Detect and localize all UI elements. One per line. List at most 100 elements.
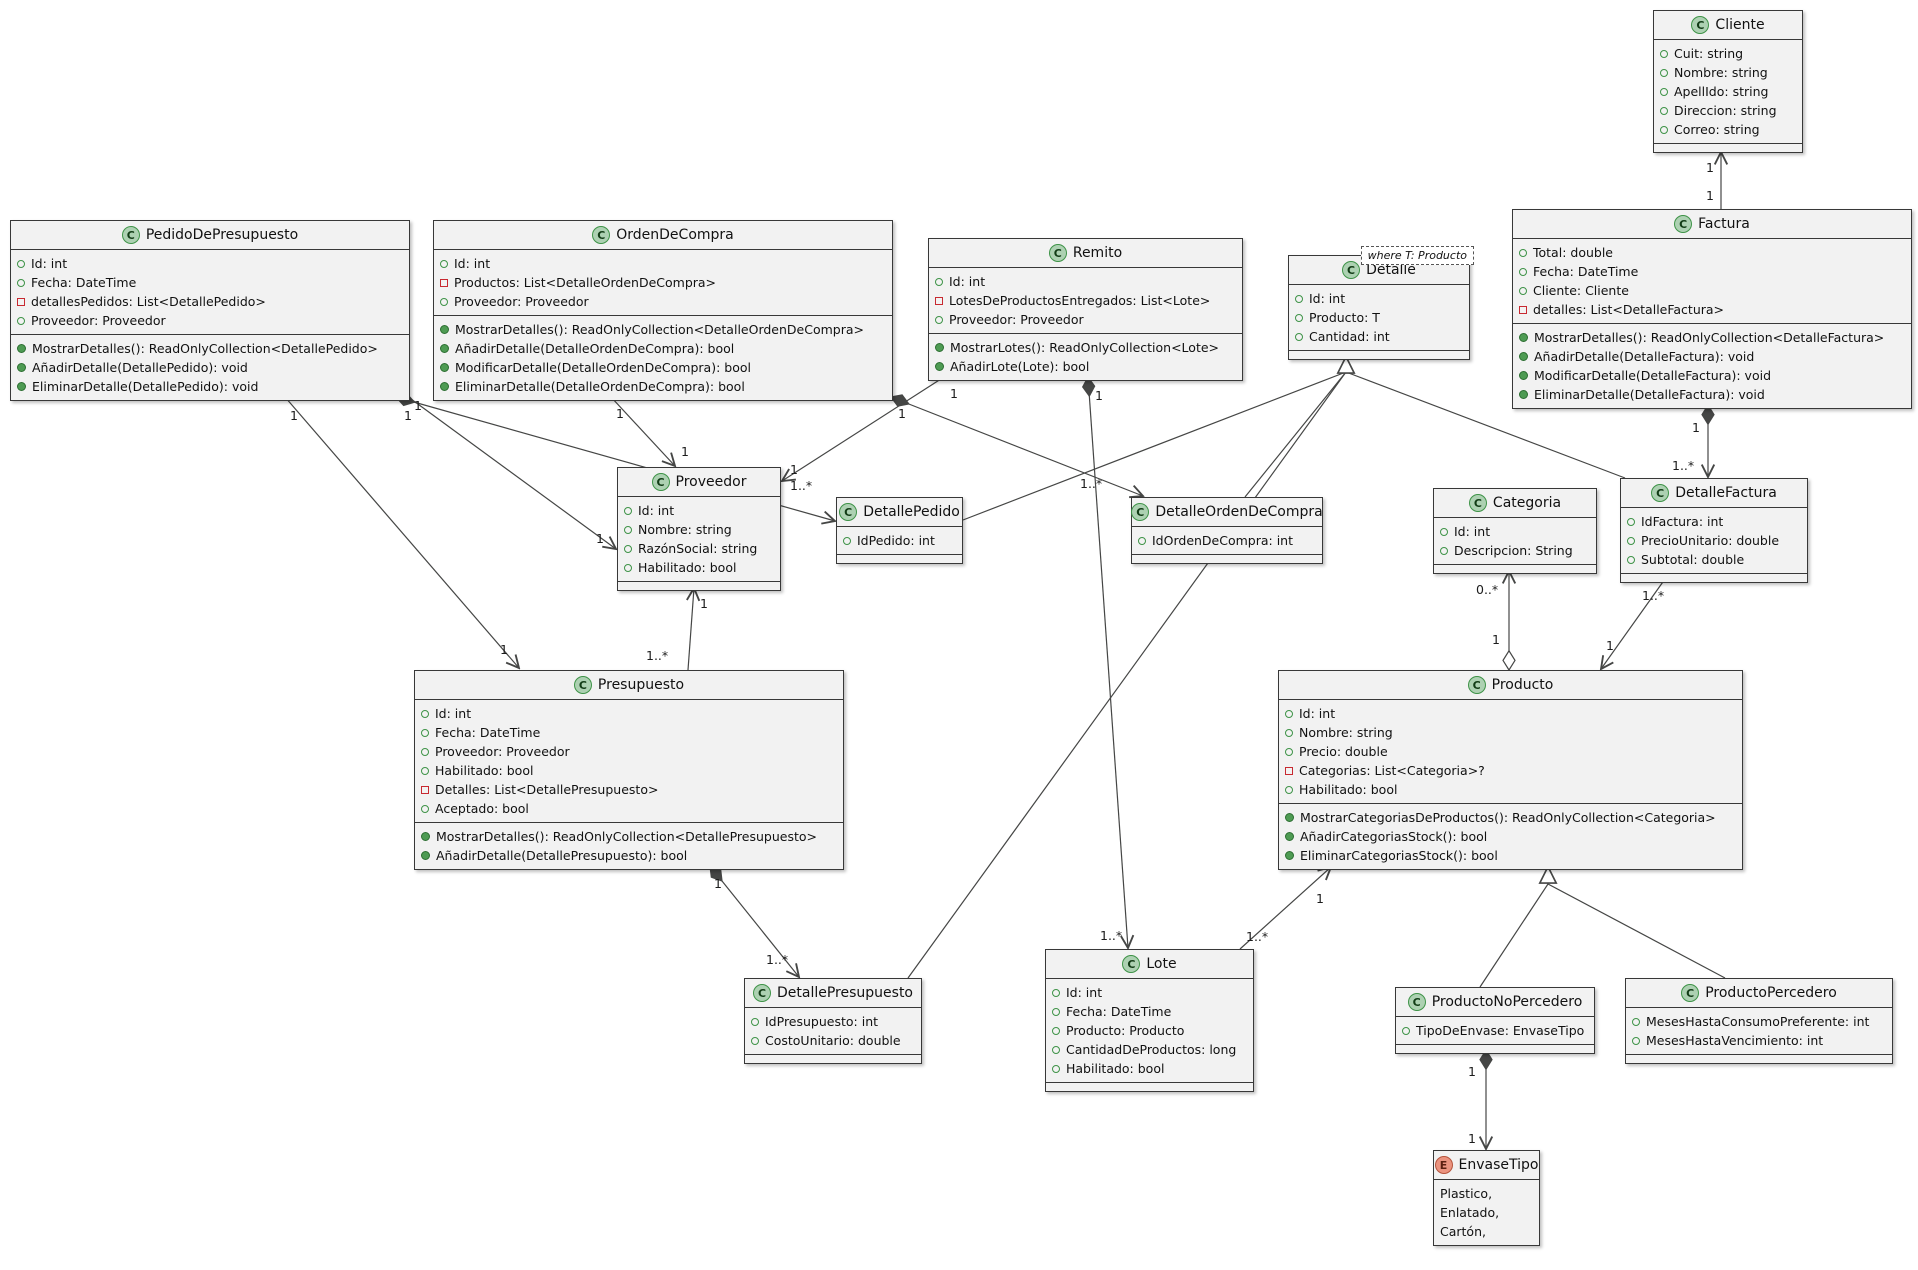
member-text: Fecha: DateTime	[1533, 264, 1639, 279]
member-text: EliminarDetalle(DetalleOrdenDeCompra): b…	[455, 379, 745, 394]
methods-compartment: MostrarDetalles(): ReadOnlyCollection<De…	[1513, 323, 1911, 408]
multiplicity-label: 1..*	[1080, 476, 1102, 491]
member-row: Detalles: List<DetallePresupuesto>	[421, 780, 837, 799]
class-badge-icon: C	[1122, 955, 1141, 973]
member-row: AñadirCategoriasStock(): bool	[1285, 827, 1736, 846]
field-visibility-icon	[1285, 728, 1293, 737]
methods-compartment	[1626, 1054, 1892, 1063]
methods-compartment	[1046, 1082, 1253, 1091]
multiplicity-label: 1..*	[1642, 588, 1664, 603]
member-text: Total: double	[1533, 245, 1613, 260]
member-row: EliminarDetalle(DetallePedido): void	[17, 377, 403, 396]
member-text: AñadirCategoriasStock(): bool	[1300, 829, 1488, 844]
member-row: IdOrdenDeCompra: int	[1138, 531, 1316, 550]
member-row: MostrarDetalles(): ReadOnlyCollection<De…	[421, 827, 837, 846]
member-text: PrecioUnitario: double	[1641, 533, 1780, 548]
private-field-icon	[1285, 766, 1293, 775]
methods-compartment	[1396, 1044, 1594, 1053]
member-text: Fecha: DateTime	[1066, 1004, 1172, 1019]
field-visibility-icon	[624, 525, 632, 534]
private-field-icon	[935, 296, 943, 305]
member-text: Nombre: string	[1299, 725, 1393, 740]
field-visibility-icon	[1285, 709, 1293, 718]
member-row: Cantidad: int	[1295, 327, 1463, 346]
member-text: IdFactura: int	[1641, 514, 1724, 529]
field-visibility-icon	[17, 278, 25, 287]
member-text: IdPedido: int	[857, 533, 935, 548]
field-visibility-icon	[1052, 1064, 1060, 1073]
multiplicity-label: 1	[616, 406, 624, 421]
generic-constraint-note: where T: Producto	[1360, 246, 1474, 265]
relationship-detalleordendecompra-detalle-branch	[1244, 371, 1347, 498]
relationship-presupuesto-proveedor	[688, 588, 694, 671]
member-text: Cantidad: int	[1309, 329, 1390, 344]
methods-compartment	[618, 581, 780, 590]
member-row: Id: int	[1295, 289, 1463, 308]
member-row: Habilitado: bool	[1052, 1059, 1247, 1078]
member-row: Subtotal: double	[1627, 550, 1801, 569]
class-name: DetallePedido	[863, 504, 960, 520]
field-visibility-icon	[1052, 1026, 1060, 1035]
member-text: CostoUnitario: double	[765, 1033, 901, 1048]
member-row: Proveedor: Proveedor	[421, 742, 837, 761]
member-text: MostrarDetalles(): ReadOnlyCollection<De…	[32, 341, 378, 356]
public-method-icon	[440, 325, 449, 334]
member-text: Id: int	[1454, 524, 1491, 539]
member-row: Aceptado: bool	[421, 799, 837, 818]
class-badge-icon: C	[121, 226, 140, 244]
field-visibility-icon	[1295, 313, 1303, 322]
field-visibility-icon	[1285, 747, 1293, 756]
member-row: AñadirDetalle(DetalleOrdenDeCompra): boo…	[440, 339, 886, 358]
relationship-detallefactura-detalle-branch	[1345, 371, 1626, 479]
methods-compartment	[1621, 573, 1807, 582]
relationship-remito-lote	[1088, 377, 1128, 948]
member-row: Producto: T	[1295, 308, 1463, 327]
public-method-icon	[17, 363, 26, 372]
relationship-pedido-presupuesto	[284, 396, 519, 668]
member-row: ModificarDetalle(DetalleFactura): void	[1519, 366, 1905, 385]
member-row: MostrarDetalles(): ReadOnlyCollection<De…	[440, 320, 886, 339]
multiplicity-label: 1..*	[646, 648, 668, 663]
relationship-pedido-proveedor	[395, 387, 616, 549]
multiplicity-label: 1	[404, 408, 412, 423]
multiplicity-label: 1	[1706, 188, 1714, 203]
member-row: MesesHastaConsumoPreferente: int	[1632, 1012, 1886, 1031]
relationship-lote-producto	[1239, 867, 1331, 950]
member-text: Habilitado: bool	[638, 560, 737, 575]
member-row: Producto: Producto	[1052, 1021, 1247, 1040]
member-text: Productos: List<DetalleOrdenDeCompra>	[454, 275, 717, 290]
member-text: AñadirDetalle(DetalleOrdenDeCompra): boo…	[455, 341, 735, 356]
member-row: Precio: double	[1285, 742, 1736, 761]
class-badge-icon: C	[1407, 993, 1426, 1011]
field-visibility-icon	[440, 297, 448, 306]
private-field-icon	[421, 785, 429, 794]
member-row: Cartón,	[1440, 1222, 1533, 1241]
member-row: MostrarLotes(): ReadOnlyCollection<Lote>	[935, 338, 1236, 357]
field-visibility-icon	[843, 536, 851, 545]
relationship-presupuesto-detallepresupuesto	[710, 866, 799, 977]
member-text: MostrarDetalles(): ReadOnlyCollection<De…	[1534, 330, 1885, 345]
member-text: Habilitado: bool	[1066, 1061, 1165, 1076]
member-row: MesesHastaVencimiento: int	[1632, 1031, 1886, 1050]
relationship-orden-detalleorden	[891, 397, 1143, 496]
field-visibility-icon	[624, 506, 632, 515]
fields-compartment: IdPedido: int	[837, 526, 962, 554]
class-badge-icon: C	[1468, 494, 1487, 512]
